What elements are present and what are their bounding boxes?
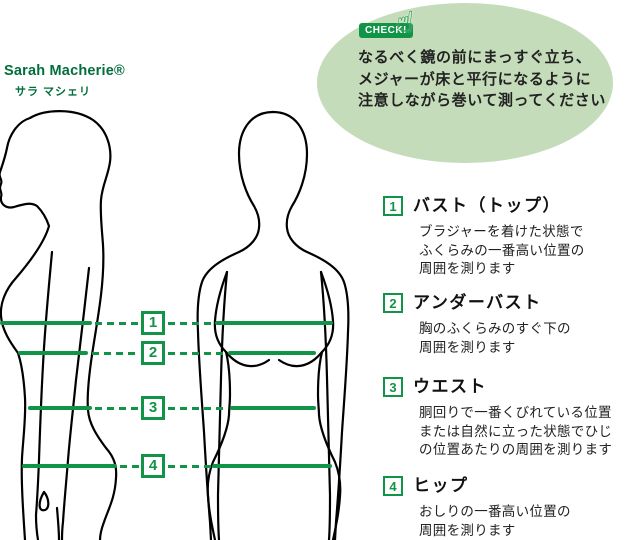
- desc-line: または自然に立った状態でひじ: [419, 423, 613, 439]
- check-note-line: メジャーが床と平行になるように: [358, 70, 592, 88]
- hip-dash-left: [120, 465, 139, 468]
- side-front-arm-line: [34, 250, 54, 540]
- check-note-line: 注意しながら巻いて測ってください: [358, 92, 606, 109]
- front-head-right-arm: [271, 110, 350, 540]
- waist-line-side: [28, 406, 92, 410]
- side-outline: [0, 110, 118, 540]
- pointing-hand-icon: ☝: [393, 4, 416, 40]
- hip-dash-right: [168, 465, 211, 468]
- side-back-arm-line: [60, 266, 91, 540]
- underbust-dash-right: [168, 352, 226, 355]
- check-note-text: なるべく鏡の前にまっすぐ立ち、 メジャーが床と平行になるように 注意しながら巻い…: [358, 47, 606, 112]
- desc-line: 胴回りで一番くびれている位置: [419, 405, 612, 420]
- measurement-desc: ブラジャーを着けた状態で ふくらみの一番高い位置の 周囲を測ります: [419, 223, 629, 279]
- hip-line-front: [212, 464, 332, 468]
- underbust-line-side: [18, 351, 88, 355]
- measurement-title: バスト（トップ）: [413, 196, 561, 215]
- side-hand-line: [55, 506, 61, 540]
- front-figure-svg: [196, 110, 350, 540]
- side-thumb-line: [38, 490, 50, 512]
- waist-dash-left: [95, 407, 139, 410]
- body-front-view-figure: [193, 110, 357, 540]
- measurement-title: ウエスト: [413, 377, 487, 396]
- waist-dash-right: [168, 407, 228, 410]
- hip-line-side: [22, 464, 117, 468]
- desc-line: 周囲を測ります: [419, 339, 516, 355]
- list-item-bust: 1 バスト（トップ） ブラジャーを着けた状態で ふくらみの一番高い位置の 周囲を…: [383, 195, 629, 279]
- measurement-desc: 胸のふくらみのすぐ下の 周囲を測ります: [419, 320, 629, 357]
- measurement-desc: 胴回りで一番くびれている位置 または自然に立った状態でひじ の位置あたりの周囲を…: [419, 404, 629, 460]
- waist-marker: 3: [141, 396, 165, 420]
- brand-name-kana: サラ マシェリ: [15, 86, 92, 98]
- front-bust-right-curve: [277, 350, 324, 368]
- bust-dash-right: [168, 322, 214, 325]
- desc-line: ふくらみの一番高い位置の: [419, 242, 585, 258]
- underbust-marker: 2: [141, 341, 165, 365]
- desc-line: ブラジャーを着けた状態で: [419, 224, 584, 239]
- waist-line-front: [230, 406, 316, 410]
- list-num-badge: 3: [383, 377, 403, 397]
- desc-line: 胸のふくらみのすぐ下の: [419, 321, 571, 336]
- body-side-view-figure: [0, 110, 122, 540]
- check-badge: CHECK!: [359, 23, 413, 38]
- desc-line: おしりの一番高い位置の: [419, 504, 571, 519]
- list-num-badge: 2: [383, 293, 403, 313]
- brand-name: Sarah Macherie®: [4, 63, 125, 79]
- check-note-line: なるべく鏡の前にまっすぐ立ち、: [358, 49, 592, 66]
- list-item-underbust: 2 アンダーバスト 胸のふくらみのすぐ下の 周囲を測ります: [383, 292, 629, 357]
- underbust-line-front: [228, 351, 316, 355]
- bust-line-side: [0, 321, 92, 325]
- measurement-title: アンダーバスト: [413, 293, 542, 312]
- front-torso-right: [316, 270, 342, 540]
- list-item-waist: 3 ウエスト 胴回りで一番くびれている位置 または自然に立った状態でひじ の位置…: [383, 376, 629, 460]
- desc-line: 周囲を測ります: [419, 261, 516, 276]
- bust-dash-left: [95, 322, 139, 325]
- underbust-dash-left: [92, 352, 139, 355]
- list-num-badge: 1: [383, 196, 403, 216]
- side-figure-svg: [0, 110, 118, 540]
- bust-line-front: [215, 321, 333, 325]
- list-item-hip: 4 ヒップ おしりの一番高い位置の 周囲を測ります: [383, 475, 629, 540]
- desc-line: の位置あたりの周囲を測ります: [419, 442, 613, 457]
- measurement-title: ヒップ: [413, 476, 469, 495]
- desc-line: 周囲を測ります: [419, 522, 516, 538]
- front-torso-left: [206, 270, 232, 540]
- hip-marker: 4: [141, 454, 165, 478]
- front-bust-left-curve: [224, 350, 271, 368]
- list-num-badge: 4: [383, 476, 403, 496]
- front-right-arm-inner: [319, 270, 332, 540]
- front-left-arm-inner: [216, 270, 229, 540]
- bust-marker: 1: [141, 311, 165, 335]
- brand-logo: Sarah Macherie® サラ マシェリ: [4, 63, 125, 99]
- measurement-desc: おしりの一番高い位置の 周囲を測ります: [419, 503, 629, 540]
- front-head-left-arm: [196, 110, 275, 540]
